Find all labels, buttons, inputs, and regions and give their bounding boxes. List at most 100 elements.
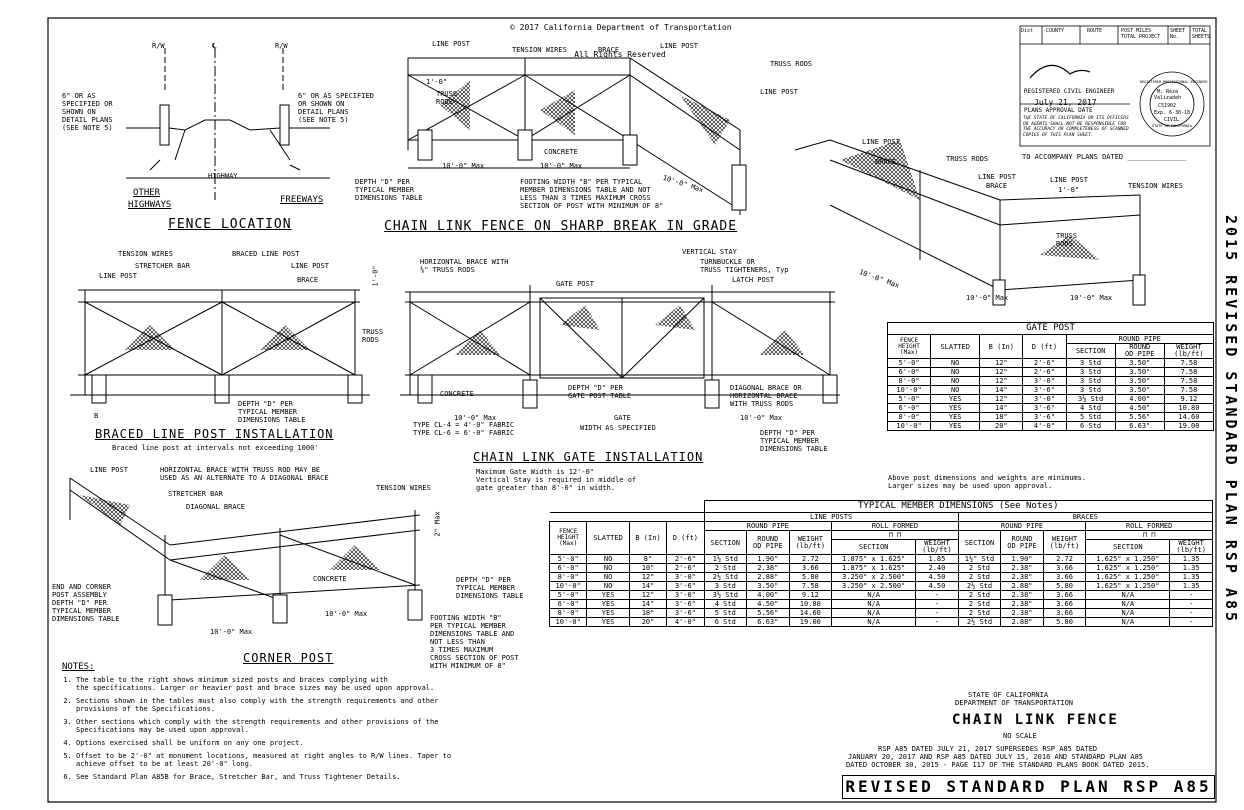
member-cell: 10'-0" [548, 581, 588, 591]
sheet-border [47, 17, 1217, 803]
truss-label-2: TRUSS [1056, 232, 1078, 240]
line-post-label: LINE POST [432, 40, 470, 48]
mt-h-fence: FENCE HEIGHT (Max) [548, 521, 588, 555]
member-cell: 4.50 [915, 581, 959, 591]
member-cell: 4.50 [915, 572, 959, 582]
member-cell: 1.85 [915, 554, 959, 564]
member-cell: 4.50" [746, 599, 790, 609]
member-cell: 7.58 [788, 581, 833, 591]
side-title: 2015 REVISED STANDARD PLAN RSP A85 [1222, 215, 1240, 625]
mt-h-roll-formed-2: ROLL FORMED [1085, 521, 1213, 531]
gate-note-2: Vertical Stay is required in middle of [476, 476, 637, 484]
gp-h-od: ROUND OD PIPE [1114, 343, 1165, 359]
member-cell: 4 Std [703, 599, 748, 609]
member-cell: 1.875" x 1.625" [831, 563, 917, 573]
gate-post-cell: 10.80 [1163, 403, 1215, 413]
gp-h-section: SECTION [1065, 343, 1116, 359]
latch-post-label: LATCH POST [732, 276, 775, 284]
mt-h-d: D (ft) [666, 521, 705, 555]
tb-header-dist: Dist [1021, 28, 1034, 34]
member-cell: 1½ Std [703, 554, 748, 564]
member-cell: 1.35 [1169, 563, 1213, 573]
sharp-break-figure [407, 57, 747, 215]
mt-h-weight-rf-2: WEIGHT (lb/ft) [1169, 539, 1213, 555]
rods-label-2: RODS [1056, 240, 1073, 248]
gate-post-cell: 7.58 [1163, 367, 1215, 377]
member-cell: 1.625" x 1.250" [1085, 572, 1171, 582]
member-dimensions-table: TYPICAL MEMBER DIMENSIONS (See Notes) LI… [548, 500, 1214, 627]
width-specified-label: WIDTH AS SPECIFIED [580, 424, 656, 432]
gate-note-3: gate greater than 8'-0" in width. [476, 484, 616, 492]
stretcher-bar-label: STRETCHER BAR [135, 262, 190, 270]
member-cell: 5'-0" [548, 590, 588, 600]
end-corner-label: END AND CORNER POST ASSEMBLY DEPTH "D" P… [52, 583, 120, 623]
mt-h-section-rf-2: SECTION [1085, 539, 1171, 555]
footer-title: CHAIN LINK FENCE [952, 712, 1119, 728]
mt-h-section-2: SECTION [957, 530, 1002, 555]
tb-header-total: TOTAL SHEETS [1192, 28, 1211, 40]
gate-post-cell: 3.50" [1114, 376, 1165, 386]
gp-h-fence: FENCE HEIGHT (Max) [886, 334, 932, 359]
member-cell: 2.72 [788, 554, 833, 564]
line-post-label-9: LINE POST [90, 466, 128, 474]
member-table-title: TYPICAL MEMBER DIMENSIONS (See Notes) [703, 500, 1214, 513]
mt-h-roll-formed: ROLL FORMED [831, 521, 959, 531]
member-cell: - [915, 608, 959, 618]
gate-post-cell: YES [930, 412, 981, 422]
line-post-label-7: LINE POST [291, 262, 329, 270]
member-cell: 2 Std [957, 599, 1002, 609]
member-cell: 6 Std [703, 617, 748, 627]
gate-post-cell: 4'-0" [1022, 421, 1067, 431]
member-cell: 2.38" [1000, 590, 1044, 600]
gate-post-cell: 14" [979, 385, 1024, 395]
member-cell: 3'-0" [666, 590, 705, 600]
sharp-break-3d-figure [794, 139, 1146, 306]
member-cell: 14.60 [788, 608, 833, 618]
member-cell: N/A [831, 599, 917, 609]
mt-h-od: ROUND OD PIPE [746, 530, 790, 555]
member-cell: N/A [831, 608, 917, 618]
member-cell: 2.72 [1042, 554, 1087, 564]
rw-right-label: R/W [275, 42, 288, 50]
mt-h-section: SECTION [703, 530, 748, 555]
tension-wires-label-3: TENSION WIRES [118, 250, 173, 258]
mt-h-b: B (In) [628, 521, 668, 555]
member-cell: 1.90" [746, 554, 790, 564]
member-cell: 1.625" x 1.250" [1085, 554, 1171, 564]
gate-post-cell: 5'-0" [886, 394, 932, 404]
gate-post-cell: 2'-6" [1022, 367, 1067, 377]
title-block-lines [1019, 25, 1211, 147]
member-cell: - [915, 590, 959, 600]
mt-h-weight-2: WEIGHT (lb/ft) [1042, 530, 1087, 555]
member-cell: 2.38" [1000, 608, 1044, 618]
member-cell: 1.35 [1169, 572, 1213, 582]
member-cell: 3½ Std [703, 590, 748, 600]
gate-post-cell: NO [930, 376, 981, 386]
gate-post-cell: 3'-6" [1022, 385, 1067, 395]
gate-note-1: Maximum Gate Width is 12'-0" [476, 468, 595, 476]
line-post-label-4: LINE POST [862, 138, 900, 146]
note5-left-label: 6" OR AS SPECIFIED OR SHOWN ON DETAIL PL… [62, 92, 113, 132]
mt-h-line-posts: LINE POSTS [703, 512, 959, 522]
depth-d-label-2: DEPTH "D" PER TYPICAL MEMBER DIMENSIONS … [238, 400, 306, 424]
freeways-label: FREEWAYS [280, 195, 324, 205]
member-cell: 2.88" [1000, 581, 1044, 591]
footer-supersede-3: DATED OCTOBER 30, 2015 - PAGE 117 OF THE… [846, 761, 1150, 769]
ten-ft-max-corner-label-2: 10'-0" Max [210, 628, 253, 636]
two-in-max-label: 2" Max [433, 511, 442, 537]
gate-post-cell: 10'-0" [886, 421, 932, 431]
member-cell: 3.250" x 2.500" [831, 572, 917, 582]
member-cell: 14" [628, 599, 668, 609]
to-accompany-label: TO ACCOMPANY PLANS DATED ______________ [1022, 153, 1187, 161]
gate-post-cell: 3.50" [1114, 358, 1165, 368]
member-cell: 9.12 [788, 590, 833, 600]
gate-post-cell: 7.58 [1163, 385, 1215, 395]
corner-post-figure [69, 477, 423, 626]
horiz-alt-label: HORIZONTAL BRACE WITH TRUSS ROD MAY BE U… [160, 466, 329, 482]
type-cl6-label: TYPE CL-6 = 6'-0" FABRIC [413, 429, 515, 437]
